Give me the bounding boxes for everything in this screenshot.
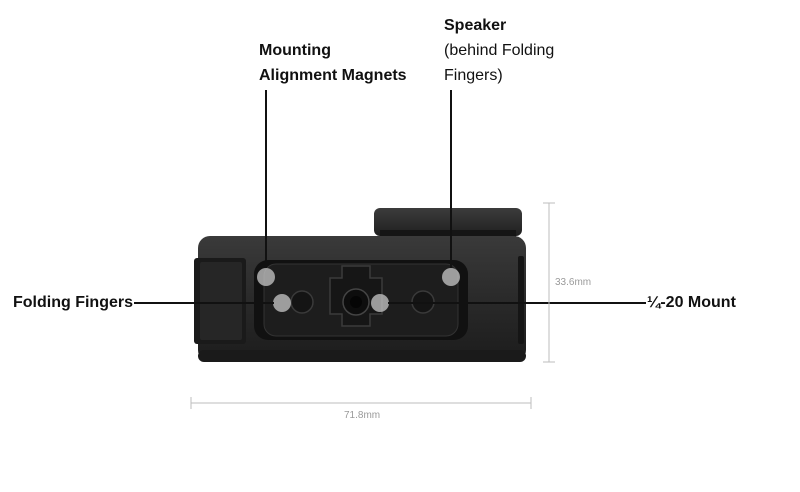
width-dimension-label: 71.8mm [344,410,381,421]
height-dimension-line [543,202,555,363]
magnets-label-line2: Alignment Magnets [259,67,407,84]
speaker-label-line3: Fingers) [444,67,503,84]
lens-cover [374,208,522,238]
right-edge-ridge [518,256,524,344]
magnet-callout-dot [257,268,275,286]
mount-callout-dot [371,294,389,312]
side-door [194,258,246,344]
screw-hole-left [290,290,314,314]
height-dimension-label: 33.6mm [555,277,592,288]
speaker-callout-dot [442,268,460,286]
speaker-label-line2: (behind Folding [444,42,555,59]
magnets-label-line1: Mounting [259,42,331,59]
speaker-label-line1: Speaker [444,17,507,34]
mount-label: ¼-20 Mount [647,294,736,311]
width-dimension-line [190,397,532,409]
tripod-mount [329,265,383,327]
folding-fingers-label: Folding Fingers [13,294,133,311]
folding-fingers-callout-dot [273,294,291,312]
